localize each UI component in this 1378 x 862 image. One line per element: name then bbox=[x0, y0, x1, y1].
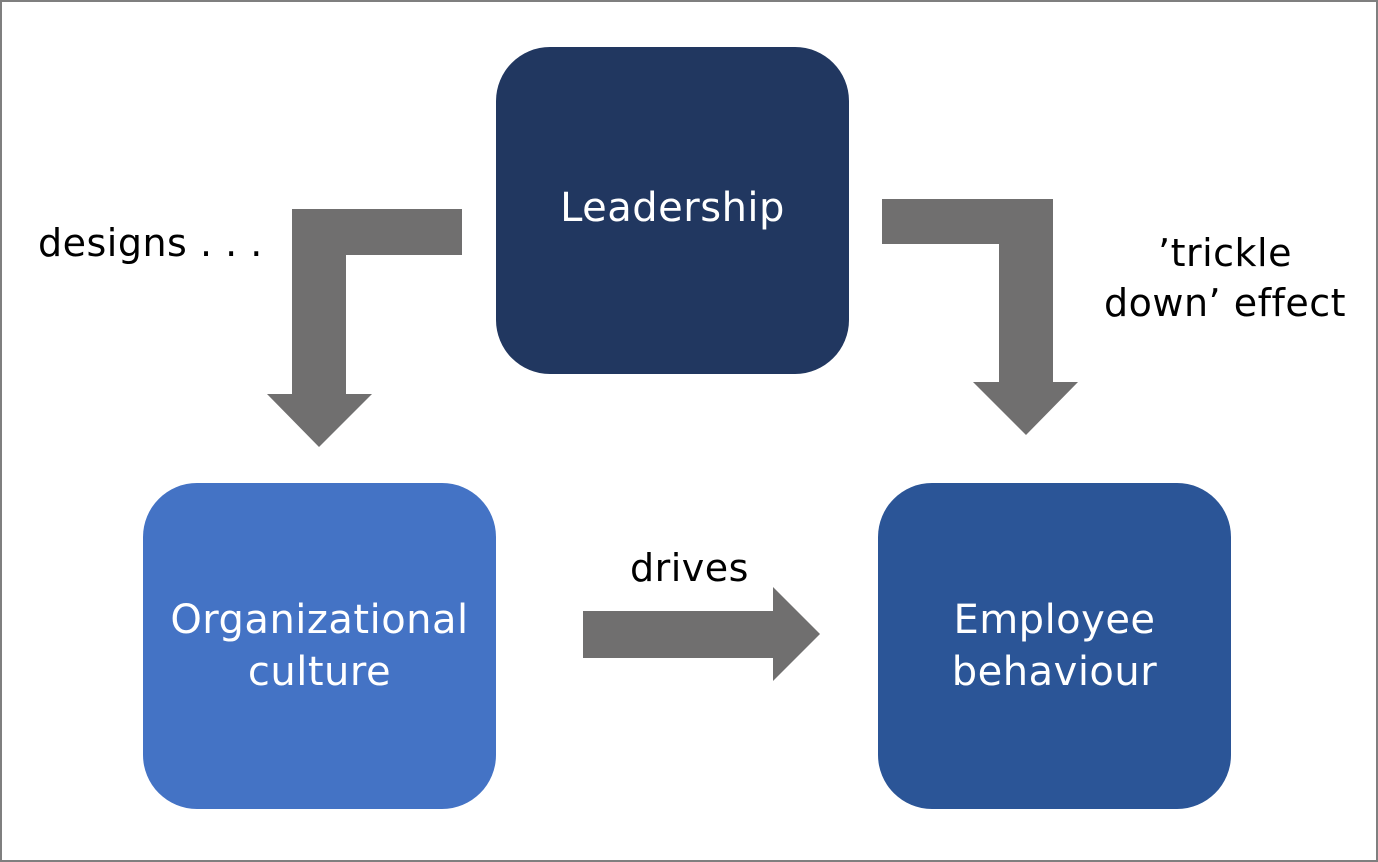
node-leadership: Leadership bbox=[496, 47, 849, 374]
node-behaviour-label-line1: Employee bbox=[953, 597, 1156, 643]
edge-label-designs: designs . . . bbox=[38, 221, 263, 265]
edge-label-trickle-line1: ’trickle bbox=[1158, 231, 1292, 275]
node-employee-behaviour: Employee behaviour bbox=[878, 483, 1231, 809]
arrow-culture-to-behaviour bbox=[583, 587, 820, 681]
node-culture-label-line2: culture bbox=[247, 649, 392, 695]
edge-label-drives: drives bbox=[630, 546, 749, 590]
node-organizational-culture: Organizational culture bbox=[143, 483, 496, 809]
node-leadership-label: Leadership bbox=[560, 185, 785, 231]
arrow-leadership-to-culture bbox=[267, 209, 462, 447]
node-behaviour-label-line2: behaviour bbox=[951, 649, 1158, 695]
edge-label-trickle-line2: down’ effect bbox=[1104, 281, 1346, 325]
arrow-leadership-to-behaviour bbox=[882, 199, 1078, 435]
node-culture-label-line1: Organizational bbox=[170, 597, 469, 643]
edge-label-trickle-down: ’trickle down’ effect bbox=[1098, 228, 1352, 328]
